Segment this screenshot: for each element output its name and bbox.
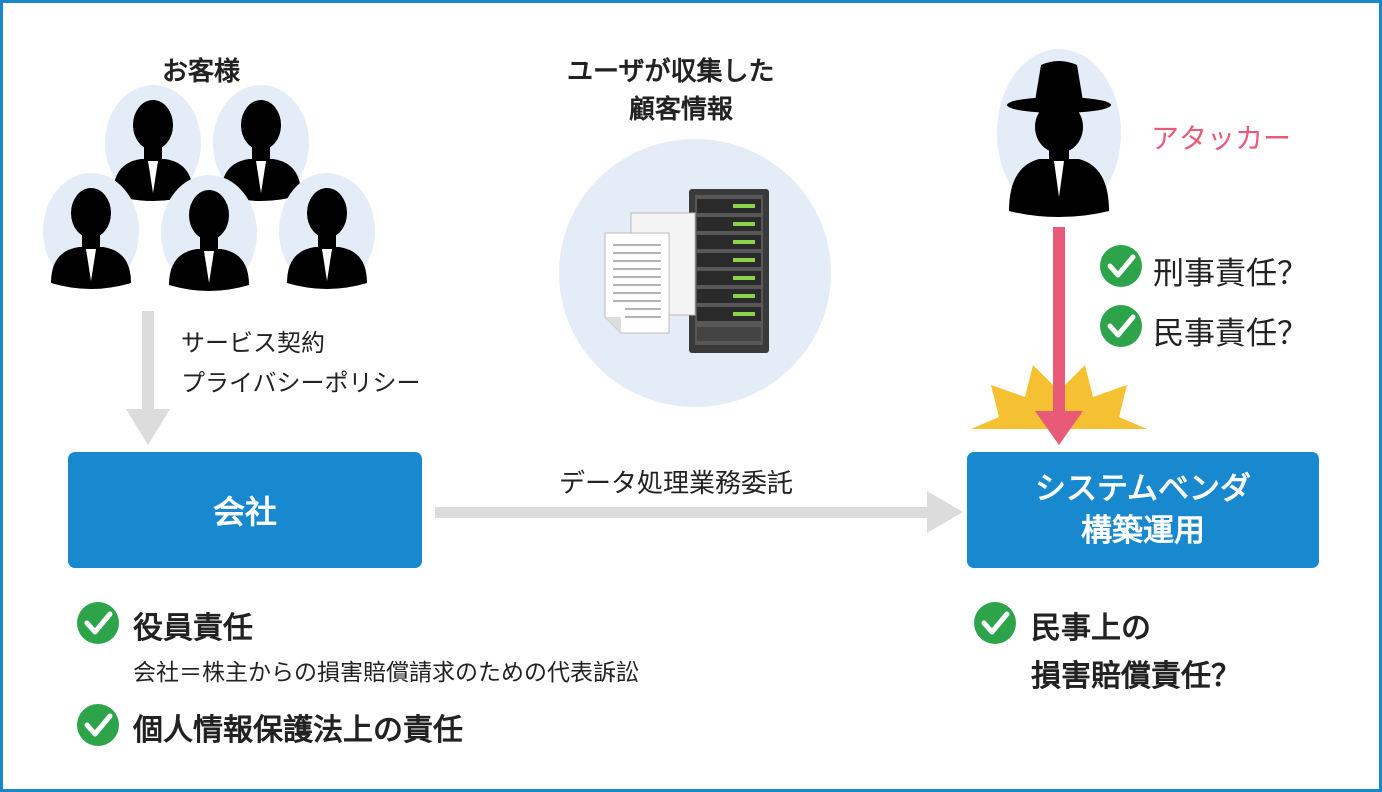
- contract-label-line1: サービス契約: [181, 329, 325, 357]
- contract-label-line2: プライバシーポリシー: [181, 369, 421, 397]
- server-icon: [559, 139, 831, 407]
- vendor-label-line2: 構築運用: [1081, 513, 1205, 549]
- vendor-liability-line2: 損害賠償責任？: [1031, 659, 1241, 694]
- company-liability-directors: 役員責任: [133, 611, 253, 646]
- check-icon: [1100, 245, 1142, 287]
- company-box: 会社: [68, 452, 422, 568]
- check-icon: [1100, 305, 1142, 347]
- attacker-label: アタッカー: [1151, 122, 1292, 155]
- vendor-label-line1: システムベンダ: [1034, 471, 1252, 507]
- attack-burst-icon: [971, 227, 1147, 445]
- contract-arrow: [126, 311, 170, 445]
- company-liability-privacy-law: 個人情報保護法上の責任: [133, 713, 463, 748]
- check-icon: [77, 704, 119, 746]
- company-liability-directors-note: 会社＝株主からの損害賠償請求のための代表訴訟: [133, 660, 639, 686]
- vendor-liability-line1: 民事上の: [1031, 611, 1151, 646]
- attack-arrow-shaft: [1053, 227, 1065, 413]
- outsourcing-arrow: [435, 491, 963, 533]
- vendor-box: システムベンダ 構築運用: [967, 452, 1319, 568]
- check-icon: [77, 602, 119, 644]
- server-label-line1: ユーザが収集した: [567, 57, 775, 87]
- company-label: 会社: [212, 493, 277, 531]
- outsourcing-label: データ処理業務委託: [559, 469, 794, 499]
- server-label-line2: 顧客情報: [629, 95, 734, 125]
- customers-label: お客様: [162, 57, 241, 87]
- attacker-icon: [997, 49, 1121, 217]
- attacker-liability-civil: 民事責任？: [1153, 316, 1308, 352]
- attacker-liability-criminal: 刑事責任？: [1153, 256, 1308, 292]
- attack-arrow-head: [1035, 411, 1083, 445]
- check-icon: [974, 602, 1016, 644]
- customers-group-icon: [43, 85, 375, 291]
